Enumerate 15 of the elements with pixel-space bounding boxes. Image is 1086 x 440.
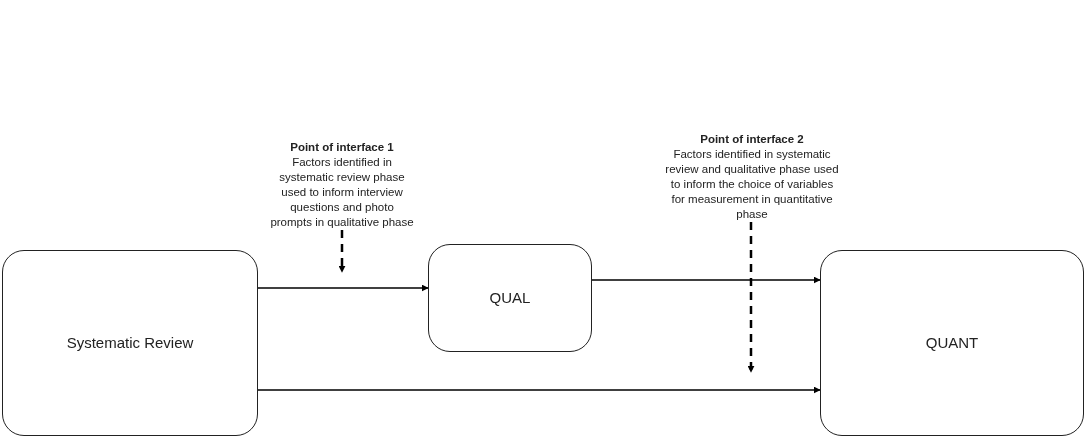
box-label: Systematic Review [66, 332, 194, 353]
process-box [428, 244, 592, 352]
arrow [257, 386, 821, 394]
arrow [591, 276, 821, 284]
note-text: Factors identified in systematic review phase used to inform interview questions and photo prompts in qualitative phase [270, 155, 414, 230]
dashed-arrow [338, 230, 346, 273]
box-label: QUANT [925, 332, 979, 353]
process-box [820, 250, 1084, 436]
dashed-arrow [747, 222, 755, 373]
process-box [2, 250, 258, 436]
box-label: QUAL [489, 287, 531, 308]
arrow [257, 284, 429, 292]
note-text: Factors identified in systematic review and qualitative phase used to inform the choice of variables for measurement in quantitative phase [664, 147, 840, 222]
note-heading: Point of interface 1 [290, 140, 394, 155]
note-heading: Point of interface 2 [700, 132, 804, 147]
